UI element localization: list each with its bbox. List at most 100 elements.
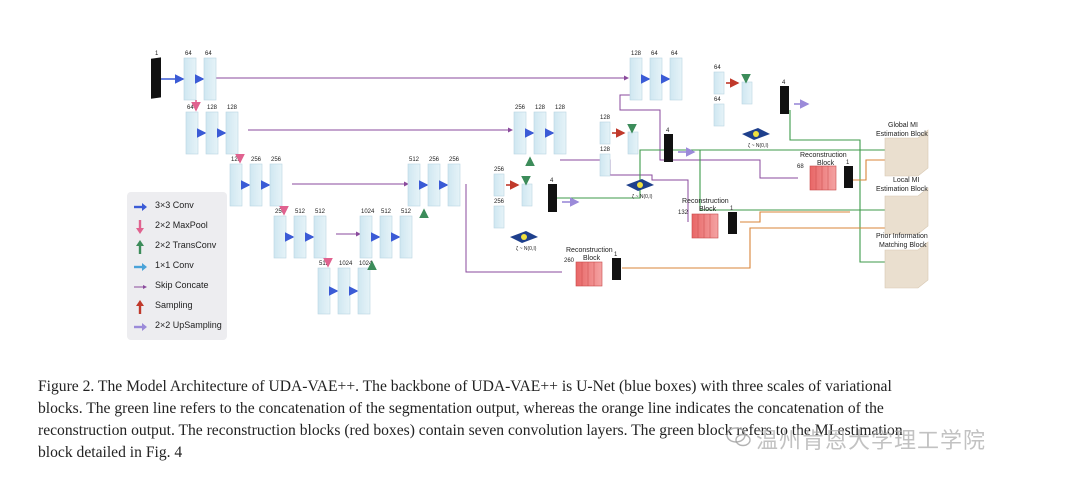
encoder-stage-2-channels: 128: [227, 105, 238, 111]
global-mi-label-a: Global MI: [888, 122, 918, 129]
out-4-b: 4: [666, 128, 670, 134]
reconstruction-blocks: [575, 165, 837, 287]
caption-line: reconstruction output. The reconstructio…: [38, 422, 903, 439]
encoder-stage-4-box: [313, 215, 327, 259]
decoder-stage-4-box: [399, 215, 413, 259]
caption-line: Figure 2. The Model Architecture of UDA-…: [38, 378, 892, 395]
encoder-stage-4-box: [273, 215, 287, 259]
decoder-stage-2-box: [533, 111, 547, 155]
recon-out-1b: 1: [730, 206, 734, 212]
variational-block-1-channels: 64: [714, 97, 721, 103]
legend-item: 2×2 TransConv: [127, 238, 227, 256]
decoder-stage-1-channels: 64: [651, 51, 658, 57]
variational-block-3-box: [521, 183, 533, 207]
encoder-stage-4-channels: 512: [295, 209, 306, 215]
legend-label: Sampling: [155, 300, 193, 310]
green-up-arrow-icon: [136, 240, 144, 254]
encoder-stage-2-box: [185, 111, 199, 155]
encoder-stage-5-channels: 1024: [339, 261, 353, 267]
reconstruction-concat-lines: [622, 159, 885, 269]
legend-label: Skip Concate: [155, 280, 209, 290]
recon-in-260: 260: [564, 258, 575, 264]
decoder-stage-3-channels: 256: [449, 157, 460, 163]
latent-samples: [510, 128, 770, 243]
legend-item: Sampling: [127, 298, 227, 316]
local-mi-label-b: Estimation Block: [876, 186, 928, 193]
recon-label-2b: Block: [699, 206, 717, 213]
variational-block-1-channels: 64: [714, 65, 721, 71]
encoder-stage-3-box: [249, 163, 263, 207]
recon-in-132: 132: [678, 210, 689, 216]
decoder-stage-4-channels: 512: [381, 209, 392, 215]
purple-line-icon: [134, 285, 147, 289]
variational-block-1-box: [741, 81, 753, 105]
recon-out-1c: 1: [846, 160, 850, 166]
normal-label-1: ζ ~ N(0,I): [516, 246, 537, 252]
encoder-stage-1-channels: 64: [205, 51, 212, 57]
variational-block-3-box: [493, 173, 505, 197]
encoder-stage-5-box: [357, 267, 371, 315]
out-4-c: 4: [782, 80, 786, 86]
encoder-stage-5-channels: 1024: [359, 261, 373, 267]
decoder-stage-4-channels: 512: [401, 209, 412, 215]
watermark: 温州肯恩大学理工学院: [756, 429, 987, 454]
output-maps: [151, 57, 853, 280]
lavender-arrow-icon: [134, 323, 147, 331]
encoder-stage-4-channels: 512: [315, 209, 326, 215]
decoder-stage-1-box: [629, 57, 643, 101]
variational-block-3-channels: 256: [494, 199, 505, 205]
decoder-stage-3-channels: 512: [409, 157, 420, 163]
legend-item: Skip Concate: [127, 278, 227, 296]
variational-block-3-box: [493, 205, 505, 229]
decoder-stage-1-channels: 128: [631, 51, 642, 57]
encoder-stage-2-box: [205, 111, 219, 155]
decoder-stage-3-channels: 256: [429, 157, 440, 163]
legend-label: 2×2 MaxPool: [155, 220, 208, 230]
legend: 3×3 Conv 2×2 MaxPool 2×2 TransConv 1×1 C…: [127, 192, 227, 340]
encoder-stage-3-box: [269, 163, 283, 207]
variational-block-2-channels: 128: [600, 147, 611, 153]
prior-label-b: Matching Block: [879, 242, 927, 249]
red-up-arrow-icon: [136, 300, 144, 314]
out-4-a: 4: [550, 178, 554, 184]
prior-label-a: Prior Information: [876, 233, 928, 240]
variational-block-1-box: [713, 71, 725, 95]
decoder-stage-2-box: [553, 111, 567, 155]
caption-line: blocks. The green line refers to the con…: [38, 400, 884, 417]
legend-label: 3×3 Conv: [155, 200, 194, 210]
encoder-stage-1-box: [183, 57, 197, 101]
wechat-icon: [726, 427, 751, 447]
variational-block-3-channels: 256: [494, 167, 505, 173]
mi-blocks: [884, 129, 929, 289]
encoder-stage-3-channels: 256: [271, 157, 282, 163]
legend-item: 2×2 MaxPool: [127, 218, 227, 236]
caption-line: block detailed in Fig. 4: [38, 444, 183, 461]
encoder-stage-1-channels: 64: [185, 51, 192, 57]
lightblue-arrow-icon: [134, 263, 147, 271]
decoder-stage-2-channels: 128: [535, 105, 546, 111]
decoder-stage-1-channels: 64: [671, 51, 678, 57]
recon-label-1b: Block: [583, 255, 601, 262]
recon-out-1a: 1: [614, 252, 618, 258]
recon-label-3a: Reconstruction: [800, 152, 847, 159]
encoder-stage-1-box: [203, 57, 217, 101]
global-mi-label-b: Estimation Block: [876, 131, 928, 138]
input-channels: 1: [155, 51, 159, 57]
local-mi-label-a: Local MI: [893, 177, 920, 184]
decoder-stage-2-channels: 128: [555, 105, 566, 111]
encoder-stage-5-box: [317, 267, 331, 315]
legend-label: 1×1 Conv: [155, 260, 194, 270]
diagram-labels: Reconstruction Block Reconstruction Bloc…: [516, 80, 928, 264]
legend-item: 1×1 Conv: [127, 258, 227, 276]
encoder-stage-2-channels: 64: [187, 105, 194, 111]
normal-label-3: ζ ~ N(0,I): [748, 143, 769, 149]
decoder-stage-3-box: [407, 163, 421, 207]
recon-label-3b: Block: [817, 160, 835, 167]
decoder-stage-1-box: [669, 57, 683, 101]
decoder-stage-3-box: [447, 163, 461, 207]
encoder-stage-2-box: [225, 111, 239, 155]
blue-arrow-icon: [134, 203, 147, 211]
decoder-stage-4-channels: 1024: [361, 209, 375, 215]
encoder-stage-3-channels: 256: [251, 157, 262, 163]
